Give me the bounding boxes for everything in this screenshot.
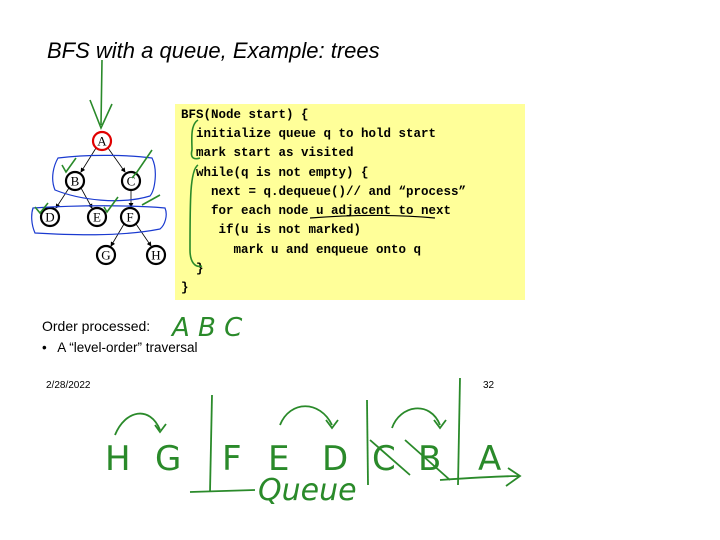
tree-node-B: B bbox=[64, 170, 86, 192]
queue-letter-ink: G bbox=[155, 439, 181, 479]
tree-node-D: D bbox=[39, 206, 61, 228]
tree-node-label: A bbox=[97, 134, 107, 149]
tree-node-label: G bbox=[101, 248, 110, 263]
queue-diagram-ink bbox=[114, 377, 522, 493]
code-line: next = q.dequeue()// and “process” bbox=[181, 185, 467, 199]
tree-node-label: B bbox=[71, 174, 80, 189]
tree-node-G: G bbox=[95, 244, 117, 266]
slide-date: 2/28/2022 bbox=[46, 380, 91, 391]
queue-letter-ink: D bbox=[322, 439, 348, 479]
tree-node-label: D bbox=[45, 210, 54, 225]
code-line: } bbox=[181, 281, 189, 295]
tree-node-H: H bbox=[145, 244, 167, 266]
tree-node-F: F bbox=[119, 206, 141, 228]
tree-node-label: F bbox=[126, 210, 133, 225]
slide-title: BFS with a queue, Example: trees bbox=[47, 38, 380, 63]
tree-node-E: E bbox=[86, 206, 108, 228]
pseudocode-box: BFS(Node start) { initialize queue q to … bbox=[175, 104, 525, 300]
code-line: mark start as visited bbox=[181, 146, 354, 160]
checkmark-ink bbox=[34, 59, 203, 268]
tree-node-label: E bbox=[93, 210, 101, 225]
queue-letter-ink: A bbox=[478, 439, 501, 479]
tree-node-C: C bbox=[120, 170, 142, 192]
tree-node-label: C bbox=[127, 174, 136, 189]
code-line: initialize queue q to hold start bbox=[181, 127, 437, 141]
page-number: 32 bbox=[483, 380, 495, 391]
code-line: mark u and enqueue onto q bbox=[181, 243, 422, 257]
order-processed-label: Order processed: bbox=[42, 318, 151, 334]
underline-ink bbox=[309, 214, 436, 219]
queue-label-ink: Queue bbox=[258, 473, 357, 508]
queue-letter-ink: B bbox=[418, 439, 441, 479]
bullet-level-order: • A “level-order” traversal bbox=[42, 340, 198, 355]
tree-edges bbox=[55, 147, 152, 247]
queue-letter-ink: E bbox=[268, 439, 289, 479]
code-line: if(u is not marked) bbox=[181, 223, 362, 237]
tree-node-label: H bbox=[151, 248, 160, 263]
queue-letter-ink: F bbox=[222, 439, 242, 479]
level-loop-ink bbox=[31, 154, 167, 236]
code-line: BFS(Node start) { bbox=[181, 108, 309, 122]
queue-letter-ink: H bbox=[105, 439, 131, 479]
queue-letter-ink: C bbox=[372, 439, 396, 479]
tree-node-A: A bbox=[91, 130, 113, 152]
code-line: while(q is not empty) { bbox=[181, 166, 369, 180]
order-written-ink: A B C bbox=[170, 313, 243, 343]
code-line: for each node u adjacent to next bbox=[181, 204, 452, 218]
code-line: } bbox=[181, 262, 204, 276]
